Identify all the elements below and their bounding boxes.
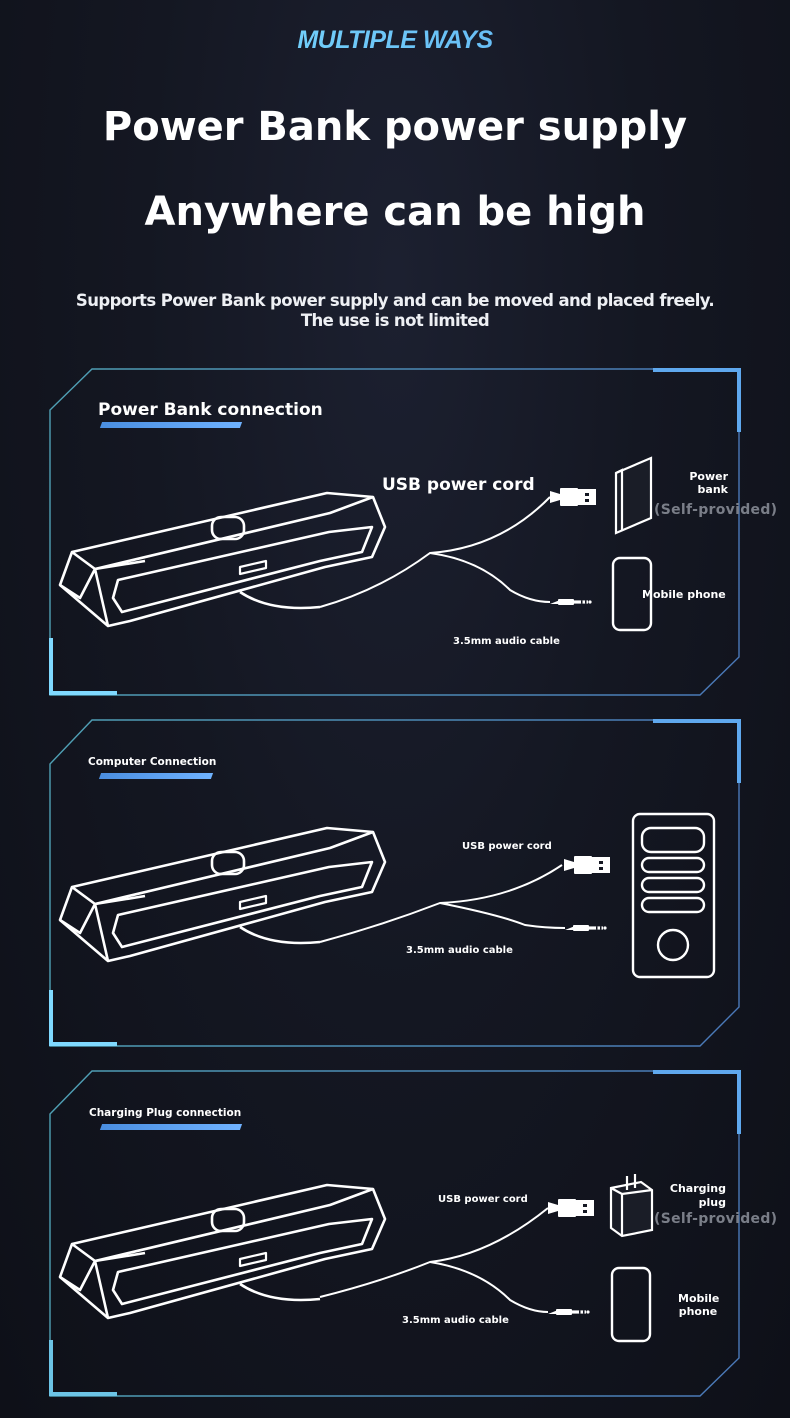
panel-title: Power Bank connection [98, 400, 323, 420]
mobile-phone-label: Mobile phone [642, 588, 726, 601]
usb-cord-label: USB power cord [462, 841, 552, 852]
panel-charging-plug: Charging Plug connection [0, 1060, 790, 1397]
panel-title: Charging Plug connection [89, 1107, 242, 1119]
panel-frame [49, 368, 741, 696]
audio-cable-label: 3.5mm audio cable [402, 1315, 509, 1326]
panel-power-bank: Power Bank connection [0, 360, 790, 696]
page-title-line2: Anywhere can be high [144, 189, 646, 235]
audio-cable-label: 3.5mm audio cable [453, 636, 560, 647]
self-provided-note: (Self-provided) [654, 502, 778, 518]
self-provided-note: (Self-provided) [654, 1211, 778, 1227]
page-title-line1: Power Bank power supply [102, 104, 688, 150]
panel-frame [49, 719, 741, 1047]
panel-title: Computer Connection [88, 756, 217, 768]
section-kicker: MULTIPLE WAYS [0, 26, 790, 55]
power-bank-label: Power bank [689, 470, 728, 496]
mobile-phone-label-line2: phone [678, 1305, 718, 1318]
title-underline [99, 1124, 243, 1130]
title-underline [98, 773, 214, 779]
charging-plug-label-line1: Charging [669, 1182, 726, 1195]
charging-plug-label-line2: plug [698, 1196, 726, 1209]
usb-cord-label: USB power cord [382, 475, 535, 495]
audio-cable-label: 3.5mm audio cable [406, 945, 513, 956]
panel-frame [49, 1070, 741, 1397]
page-subtitle: Supports Power Bank power supply and can… [75, 291, 715, 330]
usb-cord-label: USB power cord [438, 1194, 528, 1205]
panel-computer: Computer Connection [0, 710, 790, 1047]
title-underline [99, 422, 243, 428]
mobile-phone-label-line1: Mobile [678, 1292, 720, 1305]
